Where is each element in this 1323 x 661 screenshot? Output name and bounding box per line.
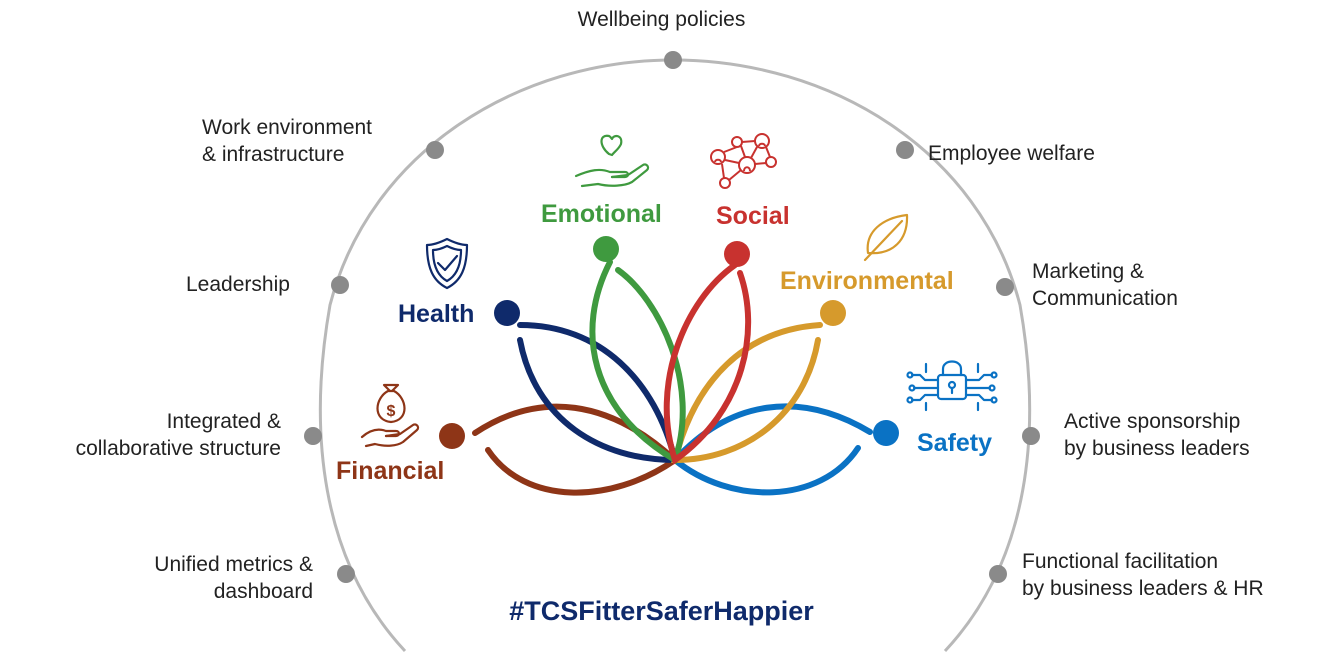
node-leadership — [331, 276, 349, 294]
label-marketing-communication: Marketing & Communication — [1032, 260, 1178, 310]
lotus — [472, 259, 873, 496]
label-wellbeing-policies: Wellbeing policies — [577, 8, 746, 31]
label-active-sponsorship: Active sponsorship by business leaders — [1064, 410, 1250, 460]
label-work-environment: Work environment & infrastructure — [202, 116, 373, 166]
petal-safety — [670, 403, 873, 496]
dot-social — [724, 241, 750, 267]
label-unified-metrics: Unified metrics & dashboard — [154, 553, 313, 603]
dot-emotional — [593, 236, 619, 262]
node-wellbeing — [664, 51, 682, 69]
node-sponsorship — [1022, 427, 1040, 445]
svg-text:$: $ — [387, 403, 396, 420]
label-integrated-structure: Integrated & collaborative structure — [75, 410, 281, 460]
padlock-circuit-icon — [906, 360, 998, 412]
label-health: Health — [398, 300, 475, 328]
petal-social — [663, 262, 752, 465]
money-bag-hand-icon: $ — [360, 383, 420, 448]
leaf-icon — [863, 213, 909, 262]
dimension-dots — [439, 236, 899, 449]
arch-nodes — [304, 51, 1040, 583]
node-metrics — [337, 565, 355, 583]
dot-financial — [439, 423, 465, 449]
dot-environmental — [820, 300, 846, 326]
label-leadership: Leadership — [186, 273, 290, 296]
dot-safety — [873, 420, 899, 446]
label-environmental: Environmental — [780, 267, 954, 295]
label-employee-welfare: Employee welfare — [928, 142, 1095, 165]
label-functional-facilitation: Functional facilitation by business lead… — [1022, 550, 1264, 600]
label-financial: Financial — [336, 457, 445, 485]
petal-financial — [472, 403, 680, 496]
shield-check-icon — [425, 237, 469, 290]
hashtag: #TCSFitterSaferHappier — [509, 596, 814, 626]
node-work-env — [426, 141, 444, 159]
label-social: Social — [716, 202, 790, 230]
node-marketing — [996, 278, 1014, 296]
hand-heart-icon — [574, 134, 650, 188]
node-integrated — [304, 427, 322, 445]
node-facilitation — [989, 565, 1007, 583]
node-employee-welfare — [896, 141, 914, 159]
label-safety: Safety — [917, 429, 993, 457]
dot-health — [494, 300, 520, 326]
network-people-icon — [710, 133, 777, 189]
label-emotional: Emotional — [541, 200, 662, 228]
